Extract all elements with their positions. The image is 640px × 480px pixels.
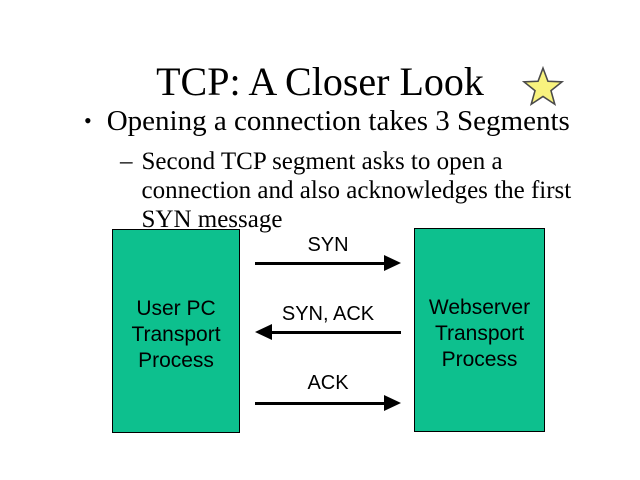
syn-arrow bbox=[255, 255, 401, 271]
bullet-item: • Opening a connection takes 3 Segments bbox=[84, 104, 570, 138]
syn-ack-arrow-shaft bbox=[270, 330, 401, 334]
syn-arrowhead-icon bbox=[384, 255, 401, 271]
user-pc-box-line: Transport bbox=[131, 323, 221, 346]
user-pc-box: User PC Transport Process bbox=[112, 229, 240, 433]
ack-arrow-shaft bbox=[255, 401, 386, 405]
bullet-marker: • bbox=[84, 108, 92, 133]
ack-arrow bbox=[255, 395, 401, 411]
webserver-box: Webserver Transport Process bbox=[414, 228, 545, 432]
syn-ack-arrow bbox=[255, 324, 401, 340]
syn-ack-arrow-label: SYN, ACK bbox=[281, 303, 375, 325]
user-pc-box-line: User PC bbox=[136, 297, 216, 320]
star-icon bbox=[521, 66, 565, 107]
sub-bullet-text: Second TCP segment asks to open a connec… bbox=[142, 147, 572, 234]
star-shape bbox=[521, 66, 565, 107]
sub-bullet-line: connection and also acknowledges the fir… bbox=[141, 177, 572, 204]
syn-arrow-shaft bbox=[255, 261, 386, 265]
syn-ack-arrowhead-icon bbox=[255, 324, 272, 340]
bullet-text: Opening a connection takes 3 Segments bbox=[106, 105, 570, 137]
ack-arrowhead-icon bbox=[384, 395, 401, 411]
ack-arrow-label: ACK bbox=[307, 372, 349, 394]
webserver-box-line: Webserver bbox=[428, 296, 531, 319]
webserver-box-line: Transport bbox=[434, 322, 525, 345]
slide-title: TCP: A Closer Look bbox=[156, 59, 484, 104]
webserver-box-line: Process bbox=[441, 348, 518, 371]
sub-bullet-line: SYN message bbox=[141, 206, 283, 233]
sub-bullet-marker: – bbox=[120, 148, 133, 175]
sub-bullet-line: Second TCP segment asks to open a bbox=[141, 148, 503, 175]
user-pc-box-line: Process bbox=[138, 349, 214, 372]
sub-bullet-item: – Second TCP segment asks to open a conn… bbox=[120, 147, 571, 234]
syn-arrow-label: SYN bbox=[307, 234, 349, 256]
